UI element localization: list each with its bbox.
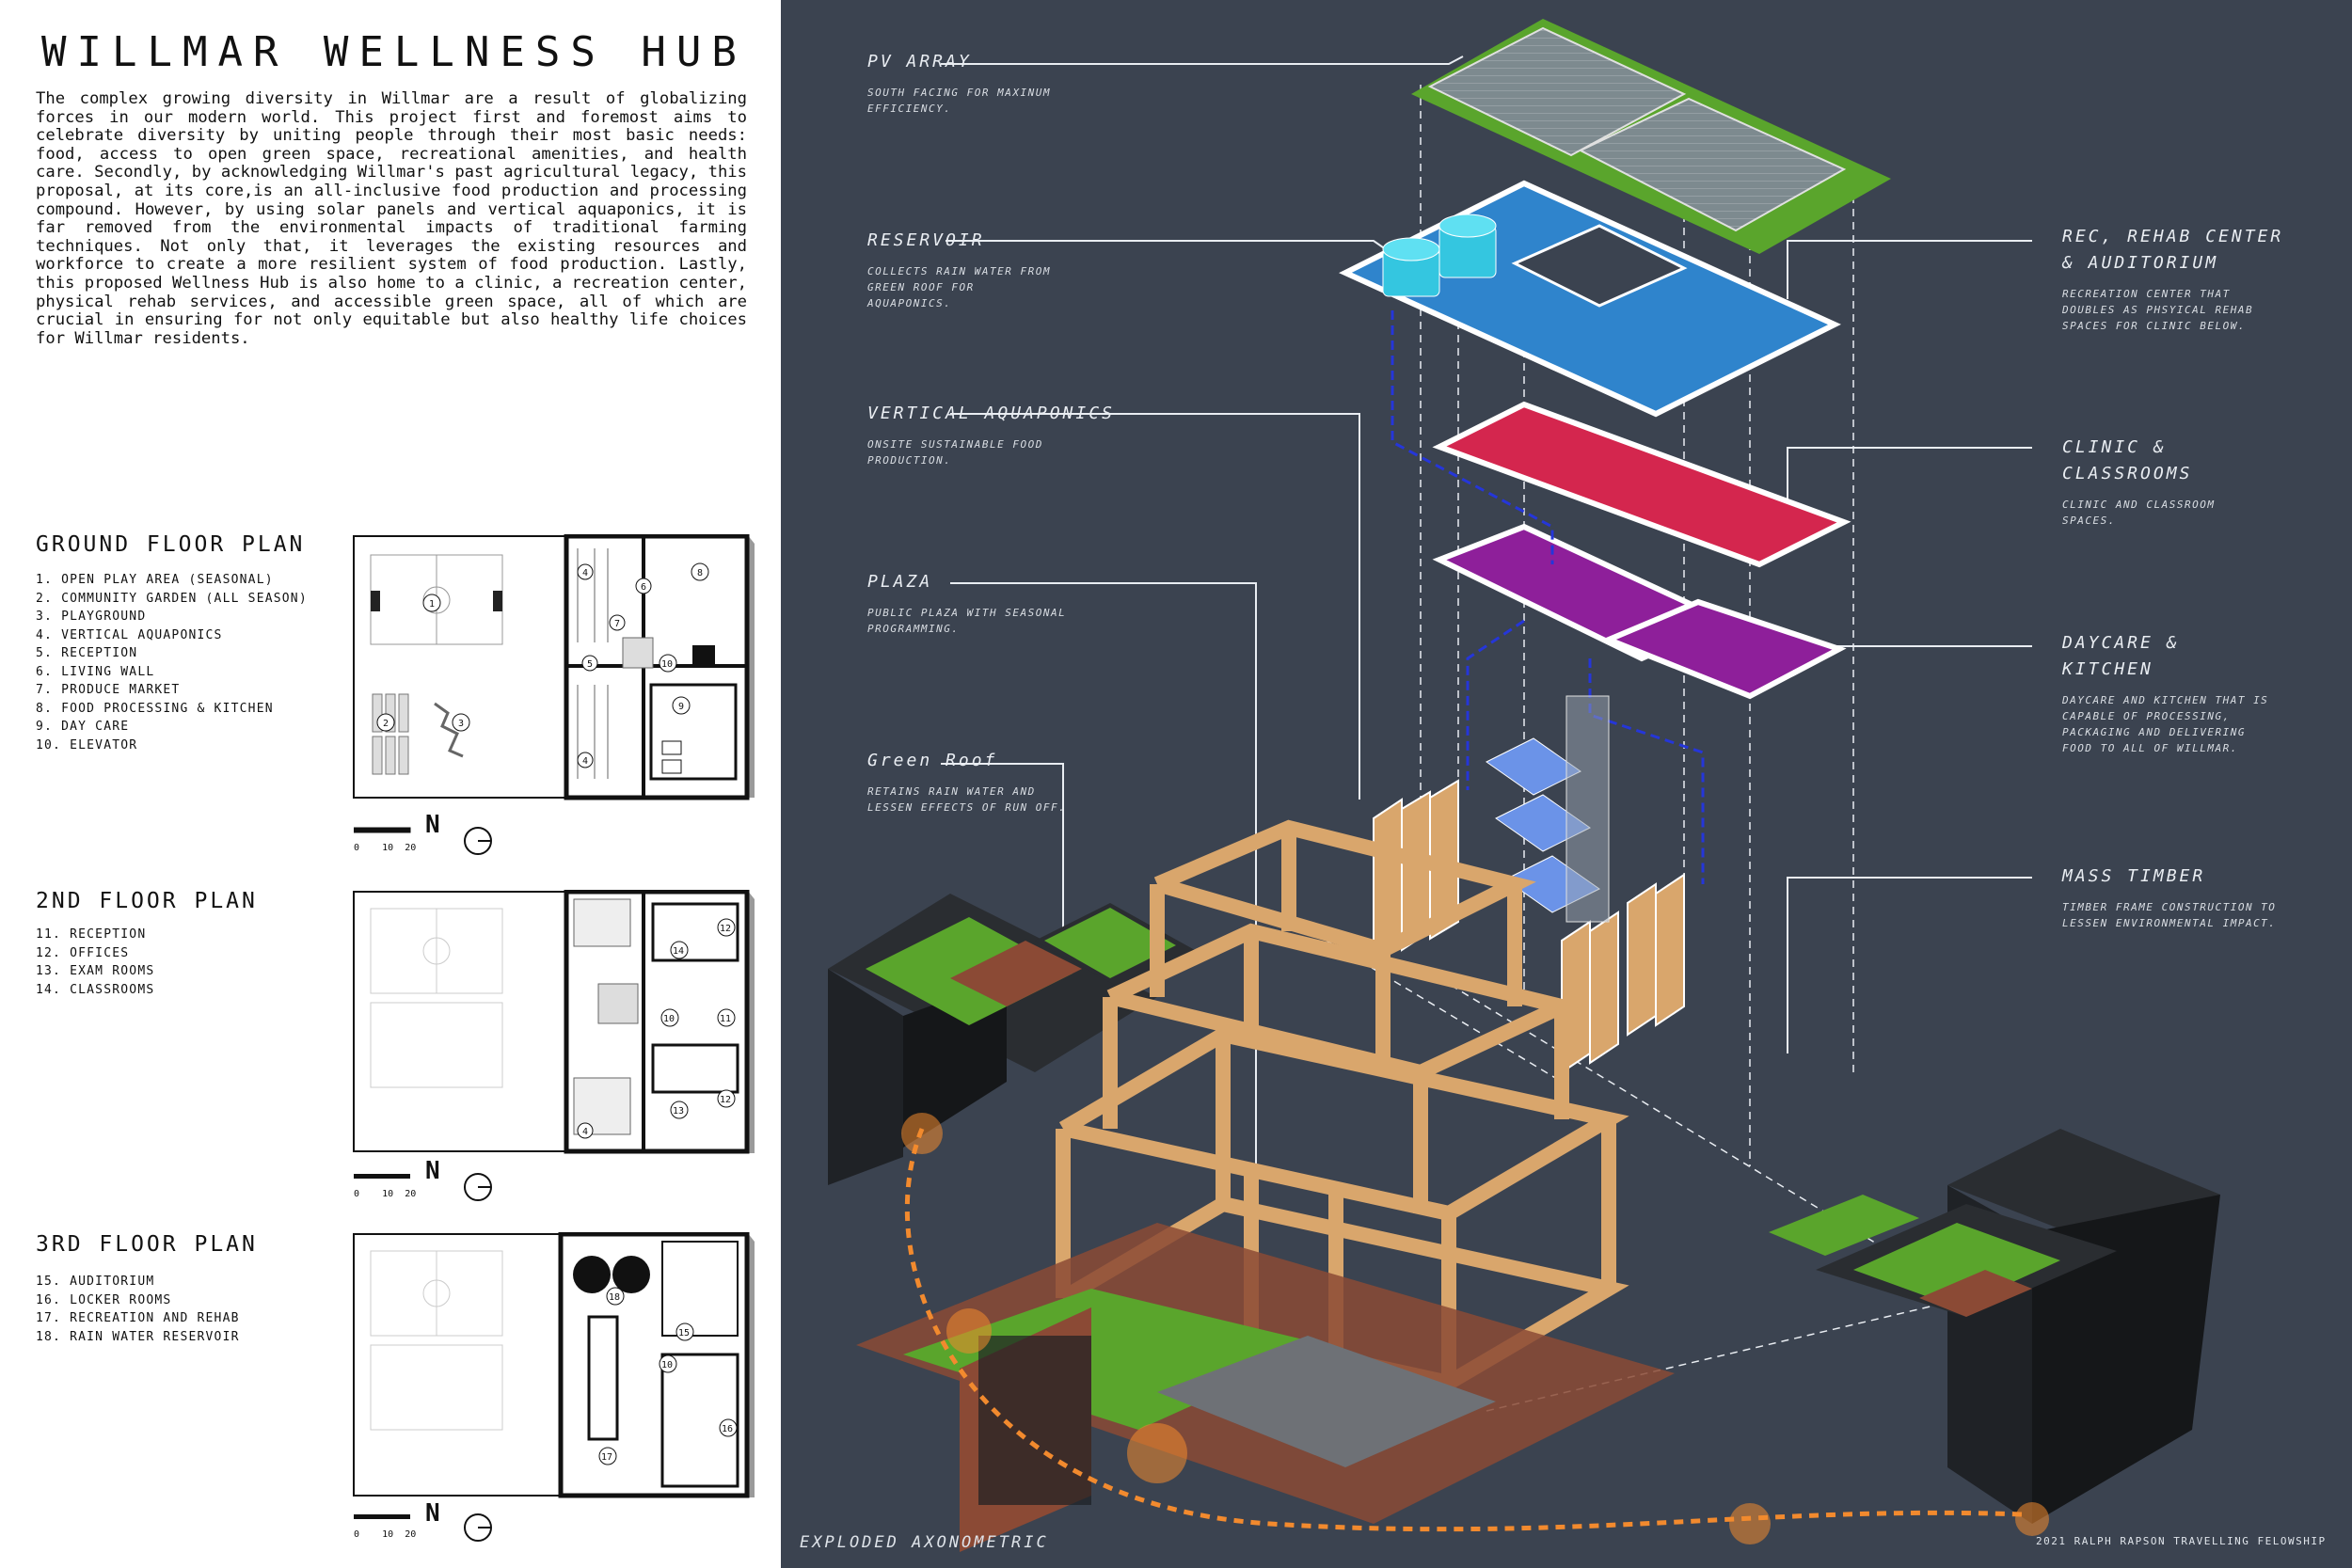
callout-title: Green Roof <box>867 751 998 770</box>
scale-zero: 0 <box>354 1189 360 1199</box>
svg-text:6: 6 <box>641 582 646 593</box>
second-floor-plan-drawing: 14 12 10 11 13 12 4 <box>353 890 755 1154</box>
second-floor-title: 2ND FLOOR PLAN <box>36 889 258 913</box>
svg-text:5: 5 <box>587 659 593 670</box>
north-label: N <box>425 811 440 839</box>
second-floor-legend: 11. RECEPTION 12. OFFICES 13. EXAM ROOMS… <box>36 926 154 999</box>
legend-item: 4. VERTICAL AQUAPONICS <box>36 627 223 642</box>
footer-right: 2021 RALPH RAPSON TRAVELLING FELOWSHIP <box>2036 1535 2327 1547</box>
scale-zero: 0 <box>354 1529 360 1540</box>
scale-ten: 10 <box>382 1529 394 1540</box>
legend-item: 5. RECEPTION <box>36 646 138 660</box>
callout-reservoir: RESERVOIR COLLECTS RAIN WATER FROM GREEN… <box>867 228 1065 311</box>
ground-floor-legend: 1. OPEN PLAY AREA (SEASONAL) 2. COMMUNIT… <box>36 571 308 754</box>
legend-item: 17. RECREATION AND REHAB <box>36 1311 240 1325</box>
scale-twenty: 20 <box>405 1189 417 1199</box>
callout-title: RESERVOIR <box>867 230 985 250</box>
callout-title: MASS TIMBER <box>2062 866 2206 886</box>
svg-text:4: 4 <box>582 756 588 767</box>
scale-ten: 10 <box>382 1189 394 1199</box>
axonometric-drawing <box>828 19 2220 1552</box>
legend-item: 14. CLASSROOMS <box>36 982 155 997</box>
scale-twenty: 20 <box>405 843 417 853</box>
callout-title: VERTICAL AQUAPONICS <box>867 404 1115 423</box>
svg-text:18: 18 <box>609 1292 620 1303</box>
legend-item: 9. DAY CARE <box>36 720 130 734</box>
legend-item: 1. OPEN PLAY AREA (SEASONAL) <box>36 573 274 587</box>
callout-desc: RETAINS RAIN WATER AND LESSEN EFFECTS OF… <box>867 785 1067 814</box>
svg-text:4: 4 <box>582 1127 588 1137</box>
scale-bar-3 <box>354 1511 504 1547</box>
legend-item: 18. RAIN WATER RESERVOIR <box>36 1329 240 1344</box>
callout-rec-rehab: REC, REHAB CENTER & AUDITORIUM RECREATIO… <box>2062 224 2297 334</box>
third-floor-title: 3RD FLOOR PLAN <box>36 1232 258 1257</box>
axonometric-panel: PV ARRAY SOUTH FACING FOR MAXINUM EFFICI… <box>781 0 2352 1568</box>
intro-paragraph: The complex growing diversity in Willmar… <box>36 89 747 348</box>
callout-desc: DAYCARE AND KITCHEN THAT IS CAPABLE OF P… <box>2062 694 2269 754</box>
third-floor-legend: 15. AUDITORIUM 16. LOCKER ROOMS 17. RECR… <box>36 1273 240 1346</box>
svg-text:10: 10 <box>663 1014 675 1024</box>
svg-text:10: 10 <box>661 659 673 670</box>
legend-item: 11. RECEPTION <box>36 927 147 942</box>
legend-item: 6. LIVING WALL <box>36 664 155 679</box>
svg-text:8: 8 <box>697 568 703 578</box>
third-floor-plan-drawing: 18 15 10 16 17 <box>353 1232 755 1498</box>
north-label-2: N <box>425 1157 440 1185</box>
callout-title: PLAZA <box>867 572 933 592</box>
left-panel: WILLMAR WELLNESS HUB The complex growing… <box>0 0 781 1568</box>
scale-zero: 0 <box>354 843 360 853</box>
svg-text:1: 1 <box>429 599 435 610</box>
legend-item: 2. COMMUNITY GARDEN (ALL SEASON) <box>36 591 308 606</box>
footer-left: EXPLODED AXONOMETRIC <box>800 1533 1049 1552</box>
svg-text:4: 4 <box>582 568 588 578</box>
legend-item: 7. PRODUCE MARKET <box>36 683 181 697</box>
legend-item: 3. PLAYGROUND <box>36 610 147 624</box>
scale-twenty: 20 <box>405 1529 417 1540</box>
callout-desc: SOUTH FACING FOR MAXINUM EFFICIENCY. <box>867 87 1051 115</box>
svg-text:16: 16 <box>722 1424 733 1434</box>
callout-desc: CLINIC AND CLASSROOM SPACES. <box>2062 499 2216 527</box>
callout-title: CLINIC & CLASSROOMS <box>2062 437 2193 483</box>
svg-text:3: 3 <box>458 719 464 729</box>
page-title: WILLMAR WELLNESS HUB <box>41 28 747 76</box>
svg-text:12: 12 <box>720 1095 731 1105</box>
svg-text:14: 14 <box>673 946 684 957</box>
ground-floor-plan-drawing: 1 2 3 4 4 5 6 7 8 9 10 <box>353 534 755 800</box>
callout-vertical-aquaponics: VERTICAL AQUAPONICS ONSITE SUSTAINABLE F… <box>867 401 1115 468</box>
legend-item: 10. ELEVATOR <box>36 737 138 752</box>
svg-text:15: 15 <box>678 1328 690 1338</box>
callout-desc: COLLECTS RAIN WATER FROM GREEN ROOF FOR … <box>867 265 1051 309</box>
callout-desc: PUBLIC PLAZA WITH SEASONAL PROGRAMMING. <box>867 607 1067 635</box>
callout-desc: TIMBER FRAME CONSTRUCTION TO LESSEN ENVI… <box>2062 901 2277 929</box>
callout-title: DAYCARE & KITCHEN <box>2062 633 2180 679</box>
legend-item: 15. AUDITORIUM <box>36 1275 155 1289</box>
svg-text:2: 2 <box>383 719 389 729</box>
svg-text:7: 7 <box>614 619 620 629</box>
svg-text:12: 12 <box>720 924 731 934</box>
svg-text:11: 11 <box>720 1014 731 1024</box>
svg-text:13: 13 <box>673 1106 684 1117</box>
legend-item: 13. EXAM ROOMS <box>36 964 155 978</box>
callout-mass-timber: MASS TIMBER TIMBER FRAME CONSTRUCTION TO… <box>2062 863 2279 931</box>
legend-item: 12. OFFICES <box>36 945 130 960</box>
scale-bar-2 <box>354 1170 504 1207</box>
callout-clinic: CLINIC & CLASSROOMS CLINIC AND CLASSROOM… <box>2062 435 2232 529</box>
ground-floor-title: GROUND FLOOR PLAN <box>36 532 306 557</box>
callout-title: PV ARRAY <box>867 52 972 71</box>
callout-desc: RECREATION CENTER THAT DOUBLES AS PHSYIC… <box>2062 288 2254 332</box>
svg-text:10: 10 <box>661 1360 673 1370</box>
scale-bar <box>353 824 504 861</box>
callout-title: REC, REHAB CENTER & AUDITORIUM <box>2062 227 2284 273</box>
callout-green-roof: Green Roof RETAINS RAIN WATER AND LESSEN… <box>867 748 1084 816</box>
svg-text:9: 9 <box>678 702 684 712</box>
north-label-3: N <box>425 1499 440 1528</box>
callout-desc: ONSITE SUSTAINABLE FOOD PRODUCTION. <box>867 438 1043 467</box>
scale-ten: 10 <box>382 843 394 853</box>
legend-item: 16. LOCKER ROOMS <box>36 1292 172 1307</box>
legend-item: 8. FOOD PROCESSING & KITCHEN <box>36 701 274 716</box>
callout-daycare: DAYCARE & KITCHEN DAYCARE AND KITCHEN TH… <box>2062 630 2267 756</box>
svg-text:17: 17 <box>601 1452 612 1463</box>
callout-plaza: PLAZA PUBLIC PLAZA WITH SEASONAL PROGRAM… <box>867 569 1084 637</box>
callout-pv-array: PV ARRAY SOUTH FACING FOR MAXINUM EFFICI… <box>867 49 1084 117</box>
